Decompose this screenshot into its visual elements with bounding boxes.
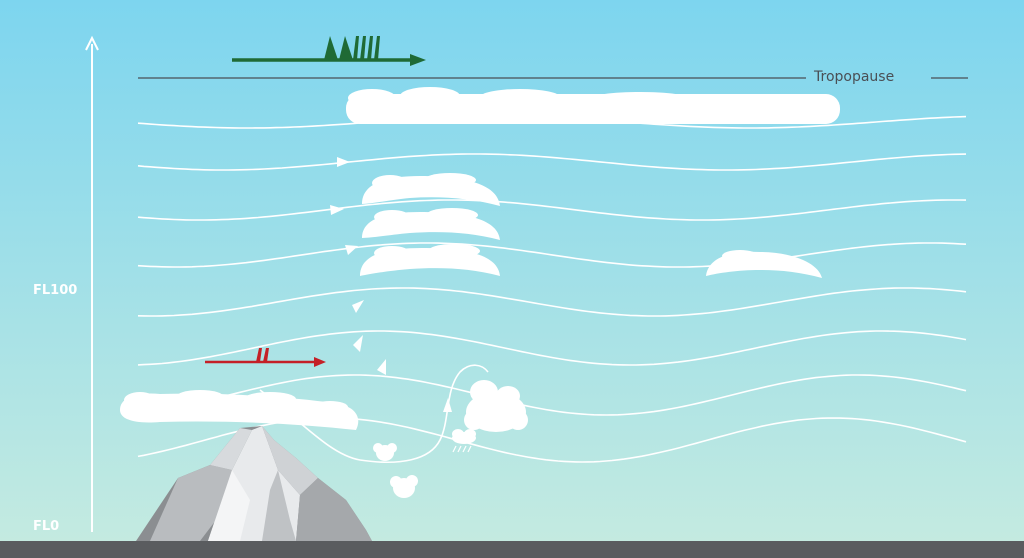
flow-arrow-icon (443, 398, 452, 412)
cloud-icon (362, 208, 500, 240)
wind-barb-icon (324, 36, 380, 60)
streamline (137, 374, 967, 416)
jet-wind-arrow (232, 36, 426, 66)
rotor-streamline (259, 364, 489, 463)
flow-arrow-icon (330, 205, 344, 215)
flow-arrow-icon (352, 300, 364, 313)
cloud-icon (120, 390, 359, 430)
streamline (137, 242, 967, 268)
wind-barb-icon (256, 348, 269, 362)
flow-arrow-icon (345, 245, 358, 255)
fl0-label: FL0 (33, 519, 60, 534)
axis-arrow-icon (85, 35, 99, 51)
cumulus-cloud-icon (464, 380, 528, 432)
rain-cloud-icon (452, 429, 476, 453)
streamline-arrows (330, 157, 452, 412)
flow-arrow-icon (353, 335, 363, 352)
ground (0, 541, 1024, 558)
small-cloud-icon (390, 475, 418, 498)
cloud-icon (362, 173, 500, 206)
streamline (137, 287, 967, 317)
fl100-label: FL100 (33, 283, 78, 298)
streamline (137, 330, 967, 366)
flow-arrow-icon (377, 359, 386, 375)
low-wind-arrow (205, 348, 326, 367)
cloud-icon (360, 244, 500, 276)
clouds (120, 87, 840, 498)
mountain-icon (136, 426, 372, 541)
small-cloud-icon (373, 443, 397, 461)
cloud-icon (346, 87, 840, 124)
streamline (137, 153, 967, 171)
flow-arrow-icon (337, 157, 350, 167)
streamline (137, 199, 967, 221)
cloud-icon (706, 250, 822, 278)
tropopause-label: Tropopause (814, 69, 895, 85)
